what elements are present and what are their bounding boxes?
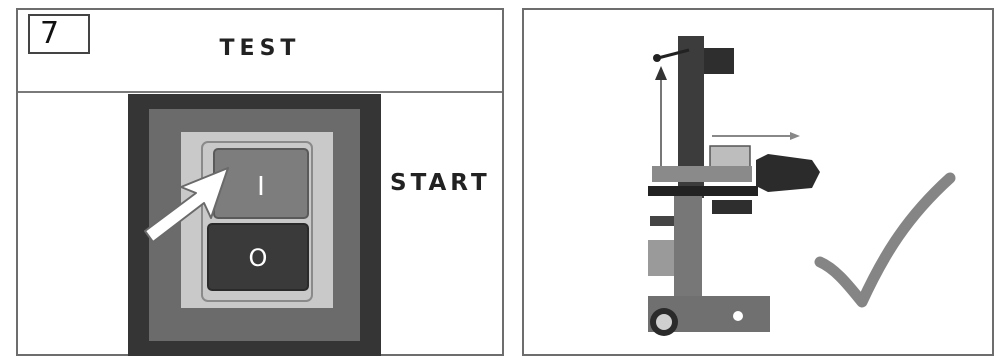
switch-guard — [201, 141, 313, 302]
log-splitter-icon — [648, 36, 956, 336]
machine-motor — [756, 154, 820, 192]
pointer-arrow-icon — [144, 167, 229, 243]
machine-table — [652, 166, 752, 182]
test-switch-panel: 7 TEST I O START — [16, 8, 504, 356]
off-button — [207, 223, 309, 291]
lever-knob — [653, 54, 661, 62]
machine-top-block — [704, 48, 734, 74]
start-label: START — [390, 170, 491, 196]
machine-lever — [657, 48, 690, 60]
up-arrow-icon — [655, 66, 667, 80]
panel-divider — [18, 91, 502, 93]
machine-side-tab — [650, 216, 674, 226]
machine-lower-column — [674, 196, 702, 302]
machine-bracket — [712, 200, 752, 214]
wheel-hub — [656, 314, 672, 330]
base-hole — [733, 311, 743, 321]
machine-bar — [648, 186, 758, 196]
step-number: 7 — [28, 14, 90, 54]
checkmark-icon — [814, 172, 956, 308]
side-arrow-icon — [790, 132, 800, 140]
on-symbol: I — [257, 172, 265, 202]
off-symbol: O — [249, 244, 268, 272]
panel-title: TEST — [219, 36, 301, 61]
switch-illustration: I O — [128, 94, 381, 356]
machine-panel — [522, 8, 994, 356]
machine-side-block — [648, 240, 674, 276]
